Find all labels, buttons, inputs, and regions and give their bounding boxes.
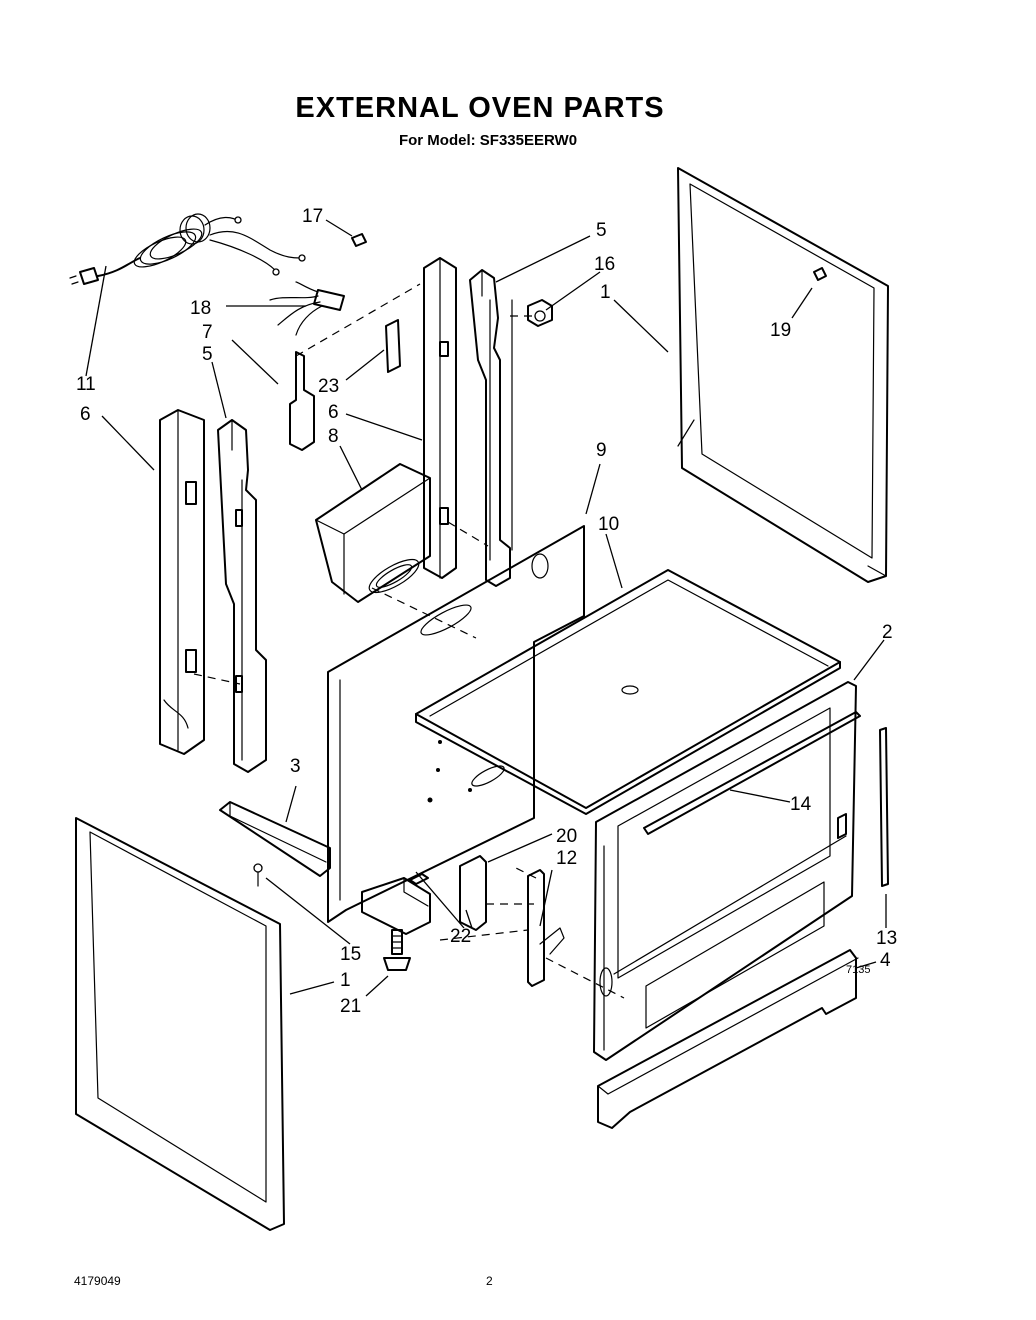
callout-5-top: 5 bbox=[596, 220, 607, 241]
side-channel-right bbox=[423, 257, 457, 579]
callout-12: 12 bbox=[556, 848, 577, 869]
diagram-title: EXTERNAL OVEN PARTS bbox=[295, 92, 665, 124]
callout-13: 13 bbox=[876, 928, 897, 949]
callout-20: 20 bbox=[556, 826, 577, 847]
callout-18: 18 bbox=[190, 298, 211, 319]
callout-11: 11 bbox=[76, 374, 96, 395]
side-panel-right bbox=[677, 167, 889, 583]
callout-1-bottom: 1 bbox=[340, 970, 351, 991]
brace-left bbox=[217, 419, 267, 773]
callout-17: 17 bbox=[302, 206, 323, 227]
callout-14: 14 bbox=[790, 794, 812, 815]
brace-right bbox=[469, 269, 513, 587]
callout-16: 16 bbox=[594, 254, 615, 275]
leveling-leg-part bbox=[383, 929, 411, 971]
assembly-lines bbox=[193, 283, 625, 999]
kick-plate-part bbox=[597, 949, 859, 1129]
side-channel-left bbox=[159, 409, 205, 755]
callout-8: 8 bbox=[328, 426, 339, 447]
callout-6-left: 6 bbox=[80, 404, 91, 425]
document-number: 4179049 bbox=[74, 1274, 121, 1288]
callout-6-mid: 6 bbox=[328, 402, 339, 423]
callout-4: 4 bbox=[880, 950, 891, 971]
callout-15: 15 bbox=[340, 944, 361, 965]
callout-22: 22 bbox=[450, 926, 471, 947]
heat-shield-part bbox=[315, 463, 431, 603]
callout-21: 21 bbox=[340, 996, 361, 1017]
power-cord-part bbox=[69, 213, 306, 285]
side-panel-left bbox=[75, 817, 285, 1231]
callout-2: 2 bbox=[882, 622, 893, 643]
callout-7: 7 bbox=[202, 322, 213, 343]
leader-lines bbox=[85, 219, 887, 997]
callout-9: 9 bbox=[596, 440, 607, 461]
screw-part bbox=[253, 863, 263, 887]
wire-harness-part bbox=[269, 281, 345, 336]
callout-23: 23 bbox=[318, 376, 339, 397]
rear-panel-part bbox=[327, 525, 585, 923]
clip-part bbox=[351, 233, 367, 247]
model-subtitle: For Model: SF335EERW0 bbox=[398, 132, 578, 149]
clamp-part bbox=[409, 873, 429, 885]
grommet-part bbox=[527, 299, 553, 327]
leg-channel bbox=[361, 877, 431, 935]
page-number: 2 bbox=[486, 1274, 493, 1288]
bracket-part-20 bbox=[459, 855, 487, 931]
strip-part-23 bbox=[385, 319, 401, 373]
base-rail-part bbox=[219, 801, 331, 877]
bracket-part-7 bbox=[289, 351, 315, 451]
oven-top-part bbox=[415, 569, 841, 815]
strip-part-13 bbox=[879, 727, 889, 887]
hinge-part bbox=[527, 869, 565, 987]
callout-10: 10 bbox=[598, 514, 619, 535]
callout-labels: 17 5 16 1 19 18 7 5 11 6 23 6 8 9 10 2 3… bbox=[76, 206, 897, 1017]
strip-part-14 bbox=[643, 711, 861, 835]
callout-5-left: 5 bbox=[202, 344, 213, 365]
figure-number: 7135 bbox=[846, 964, 871, 976]
front-frame-part bbox=[593, 681, 857, 1061]
callout-3: 3 bbox=[290, 756, 301, 777]
callout-1-top: 1 bbox=[600, 282, 611, 303]
callout-19: 19 bbox=[770, 320, 791, 341]
